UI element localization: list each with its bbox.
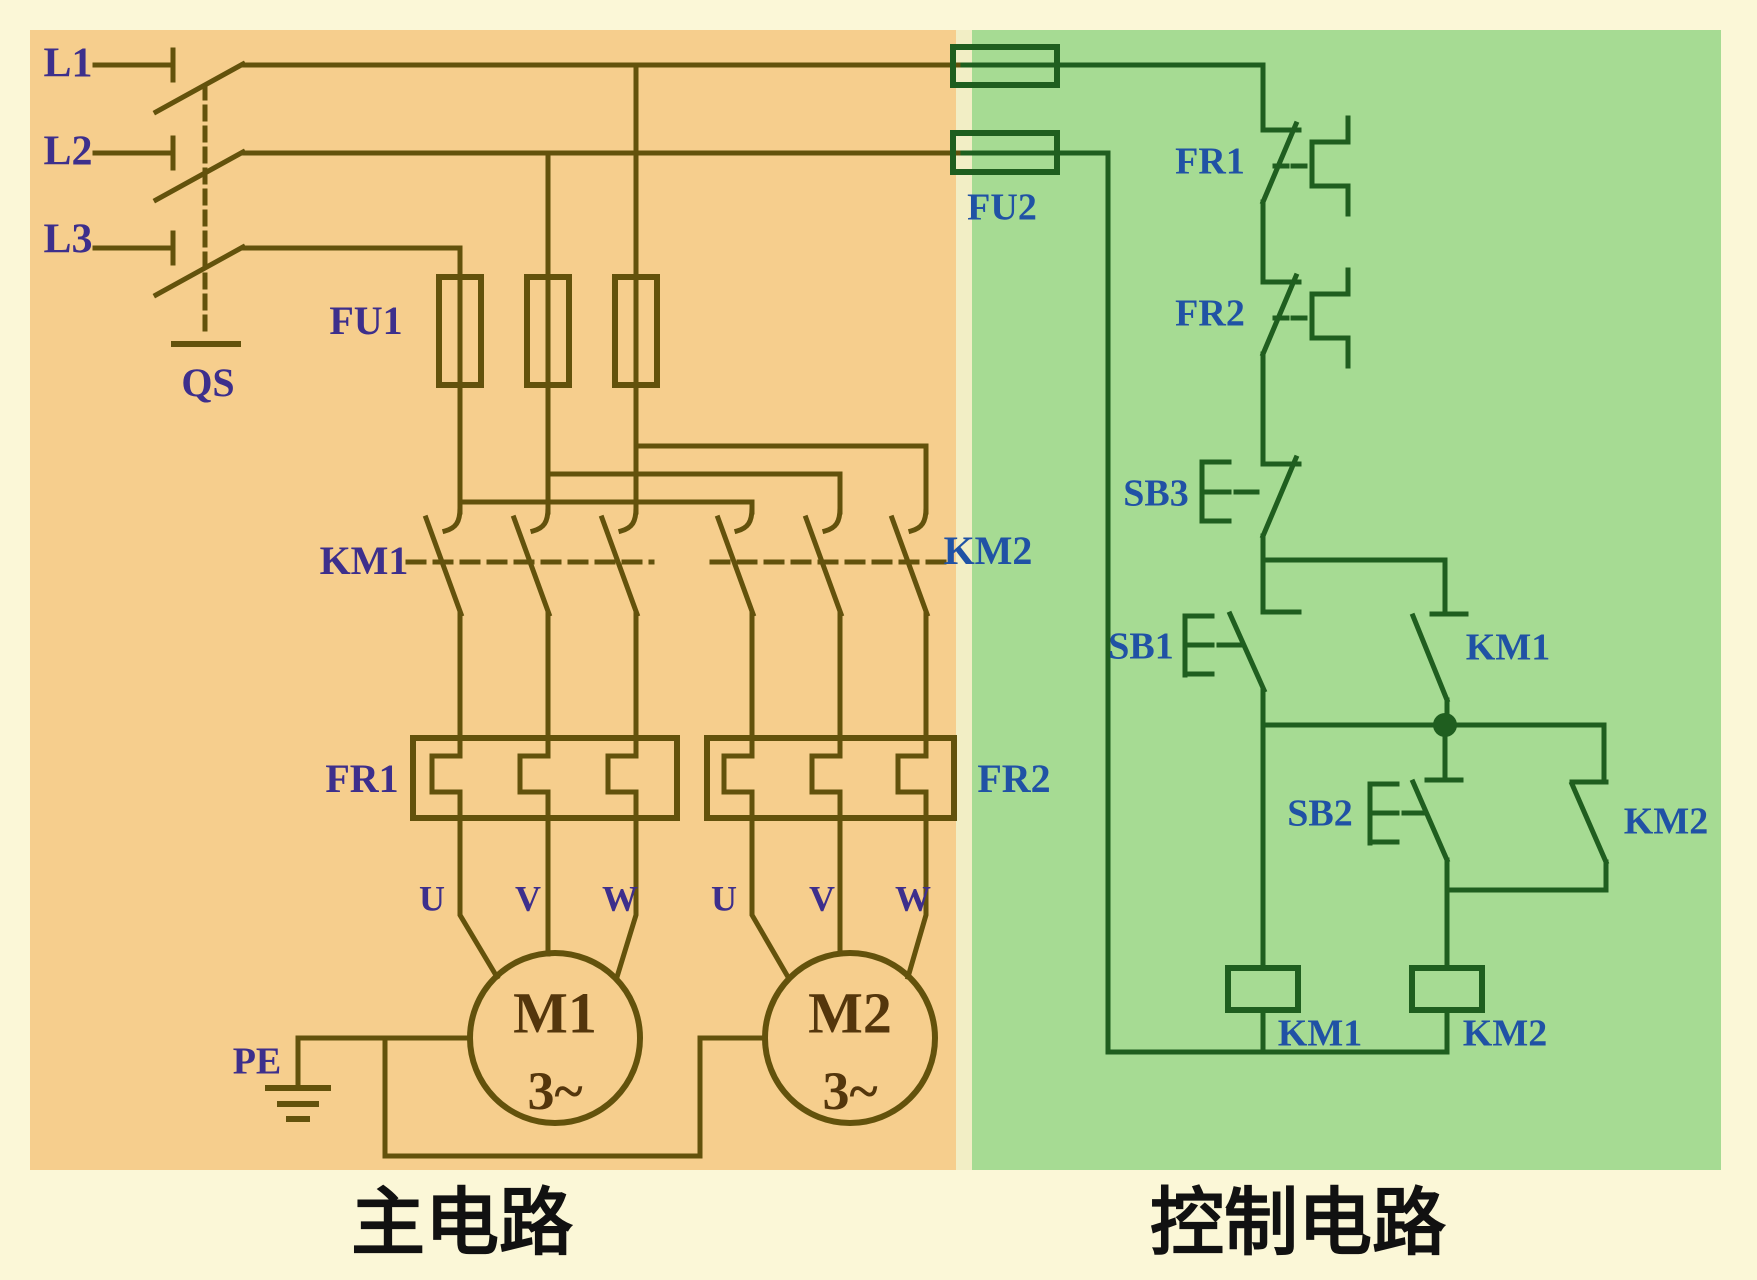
fr1-contact-label: FR1 <box>1175 140 1245 182</box>
phase-l3-label: L3 <box>43 217 92 263</box>
m1-terminal-u: U <box>419 879 445 919</box>
motor-m2-type: 3~ <box>822 1061 877 1121</box>
control-left-rail <box>960 150 1450 1055</box>
km2-coil-label: KM2 <box>1463 1012 1547 1054</box>
motor-m2-name: M2 <box>808 980 892 1045</box>
km1-contact-blades <box>422 514 641 618</box>
seal-in-branch <box>1260 557 1448 615</box>
fr1-nc-contact <box>1259 115 1351 285</box>
fr2-relay-box <box>704 735 957 821</box>
fr2-nc-contact <box>1259 267 1351 467</box>
fu1-label: FU1 <box>329 298 402 343</box>
m2-terminal-w: W <box>895 879 931 919</box>
control-circuit-panel <box>972 30 1721 1170</box>
phase-l3-wire <box>92 243 463 515</box>
km2-aux-contact <box>1444 722 1610 893</box>
fr2-main-label: FR2 <box>977 756 1050 801</box>
panel-divider <box>956 30 972 1170</box>
fu2-label: FU2 <box>967 186 1037 228</box>
km2-aux-label: KM2 <box>1624 800 1708 842</box>
km1-coil-label: KM1 <box>1278 1012 1362 1054</box>
sb1-start-button <box>1182 557 1302 728</box>
sb3-label: SB3 <box>1123 472 1188 514</box>
pe-label: PE <box>233 1040 282 1082</box>
sb3-stop-button <box>1199 454 1302 563</box>
fu2-fuse-2 <box>950 130 1060 175</box>
fr1-main-label: FR1 <box>325 756 398 801</box>
km2-contact-blades <box>714 514 931 618</box>
sb2-label: SB2 <box>1287 792 1352 834</box>
km1-aux-label: KM1 <box>1466 626 1550 668</box>
km1-coil <box>1225 965 1301 1013</box>
ground-symbol <box>265 1085 331 1122</box>
fr1-relay-box <box>410 735 680 821</box>
sb1-label: SB1 <box>1108 625 1173 667</box>
phase-l2-wire <box>92 148 966 515</box>
fu1-fuse-3 <box>612 274 660 388</box>
m2-terminal-v: V <box>809 879 835 919</box>
control-circuit-wires <box>950 44 1610 1055</box>
fr2-contact-label: FR2 <box>1175 292 1245 334</box>
km2-contact-hooks <box>733 505 929 535</box>
main-circuit-caption: 主电路 <box>351 1181 574 1264</box>
sb2-start-button <box>1367 722 1464 893</box>
km2-main-label: KM2 <box>944 528 1033 573</box>
motor-m1-name: M1 <box>513 980 597 1045</box>
motor-m1-type: 3~ <box>527 1061 582 1121</box>
km2-coil <box>1409 965 1485 1013</box>
m1-terminal-w: W <box>602 879 638 919</box>
phase-l1-label: L1 <box>43 41 92 87</box>
main-circuit-labels: L1 L2 L3 QS FU1 KM1 FR1 U V W U V W PE <box>43 41 931 1083</box>
phase-l2-label: L2 <box>43 129 92 175</box>
main-circuit-wires <box>92 47 966 1159</box>
km1-main-label: KM1 <box>320 538 409 583</box>
motor-texts: M1 3~ M2 3~ <box>513 980 892 1121</box>
control-top-wire <box>960 62 1266 133</box>
control-circuit-caption: 控制电路 <box>1150 1181 1447 1264</box>
fu2-fuse-1 <box>950 44 1060 88</box>
pe-bonding-jumper <box>382 1035 768 1159</box>
fu1-fuse-1 <box>436 274 484 388</box>
fu1-fuse-2 <box>524 274 572 388</box>
phase-l1-wire <box>92 60 966 515</box>
m2-terminal-u: U <box>711 879 737 919</box>
m1-terminal-v: V <box>515 879 541 919</box>
control-circuit-labels: KM2 FR2 FU2 FR1 FR2 SB3 SB1 KM1 SB2 KM2 … <box>944 140 1709 1054</box>
captions: 主电路 控制电路 <box>351 1181 1447 1264</box>
km1-contact-hooks <box>441 505 639 535</box>
qs-label: QS <box>181 360 234 405</box>
